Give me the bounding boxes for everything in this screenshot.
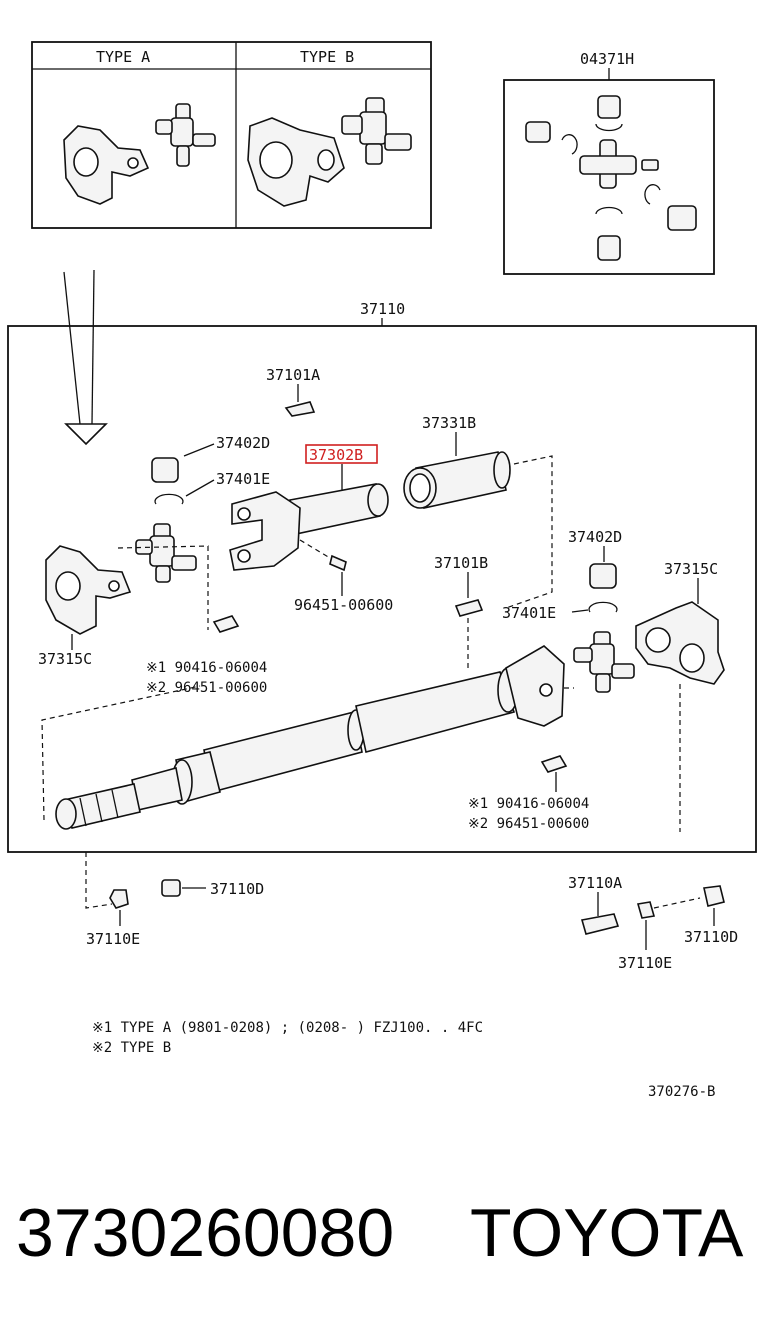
- type-b-flange-icon: [247, 117, 345, 207]
- nut-d-left-icon: [161, 879, 181, 897]
- part-37110e-left-label: 37110E: [86, 930, 140, 948]
- bearing-cup-icon: [151, 457, 179, 483]
- note-left-line1: ※1 90416-06004: [146, 660, 267, 676]
- part-37110-label: 37110: [360, 300, 405, 318]
- type-box: TYPE A TYPE B: [31, 41, 432, 229]
- part-number-caption: 3730260080: [16, 1195, 394, 1271]
- left-flange-icon: [45, 545, 132, 635]
- arrow-down-icon: [63, 269, 108, 446]
- part-37110d-right-label: 37110D: [684, 928, 738, 946]
- note-right-line2: ※2 96451-00600: [468, 816, 589, 832]
- part-37110d-left-label: 37110D: [210, 880, 264, 898]
- main-assembly-frame: [7, 325, 757, 853]
- footnote-line1: ※1 TYPE A (9801-0208) ; (0208- ) FZJ100.…: [92, 1020, 483, 1036]
- part-37401e-right-label: 37401E: [502, 604, 556, 622]
- part-37331b-label: 37331B: [422, 414, 476, 432]
- nut-left-icon: [109, 889, 129, 909]
- type-a-label: TYPE A: [96, 48, 150, 66]
- part-37302b-label: 37302B: [309, 446, 363, 464]
- bolt-right-icon: [540, 755, 568, 773]
- part-37402d-right-label: 37402D: [568, 528, 622, 546]
- part-37110a-label: 37110A: [568, 874, 622, 892]
- part-37315c-right-label: 37315C: [664, 560, 718, 578]
- part-37101b-label: 37101B: [434, 554, 488, 572]
- right-spider-icon: [573, 631, 635, 693]
- snap-ring-right-icon: [588, 601, 618, 613]
- diagram-code: 370276-B: [648, 1084, 715, 1100]
- sleeve-icon: [403, 451, 511, 509]
- note-left-line2: ※2 96451-00600: [146, 680, 267, 696]
- nut-d-right-icon: [703, 885, 725, 907]
- part-37402d-left-label: 37402D: [216, 434, 270, 452]
- bearing-cup-right-icon: [589, 563, 617, 589]
- grease-fitting-b-icon: [454, 599, 484, 617]
- right-flange-icon: [635, 601, 725, 685]
- washer-right-icon: [636, 901, 656, 919]
- highlight-37302b: [305, 444, 378, 464]
- snap-ring-icon: [154, 493, 184, 505]
- type-a-flange-icon: [63, 125, 150, 205]
- note-right-line1: ※1 90416-06004: [468, 796, 589, 812]
- grease-nipple-icon: [329, 554, 347, 572]
- bolt-a-icon: [580, 913, 620, 935]
- type-b-spider-icon: [341, 97, 412, 165]
- part-04371h-label: 04371H: [580, 50, 634, 68]
- grease-fitting-icon: [284, 401, 316, 417]
- brand-caption: TOYOTA: [470, 1195, 744, 1271]
- bolt-icon: [212, 615, 240, 633]
- left-spider-icon: [135, 523, 197, 583]
- footnote-line2: ※2 TYPE B: [92, 1040, 171, 1056]
- part-37110e-right-label: 37110E: [618, 954, 672, 972]
- repair-kit-box: 04371H: [503, 50, 715, 275]
- part-37401e-left-label: 37401E: [216, 470, 270, 488]
- propeller-shaft-icon: [55, 645, 565, 830]
- part-37101a-label: 37101A: [266, 366, 320, 384]
- part-96451-00600-label: 96451-00600: [294, 596, 393, 614]
- part-37315c-left-label: 37315C: [38, 650, 92, 668]
- spider-kit-icon: [525, 95, 697, 261]
- type-b-label: TYPE B: [300, 48, 354, 66]
- yoke-tube-icon: [229, 483, 389, 571]
- type-a-spider-icon: [155, 103, 216, 167]
